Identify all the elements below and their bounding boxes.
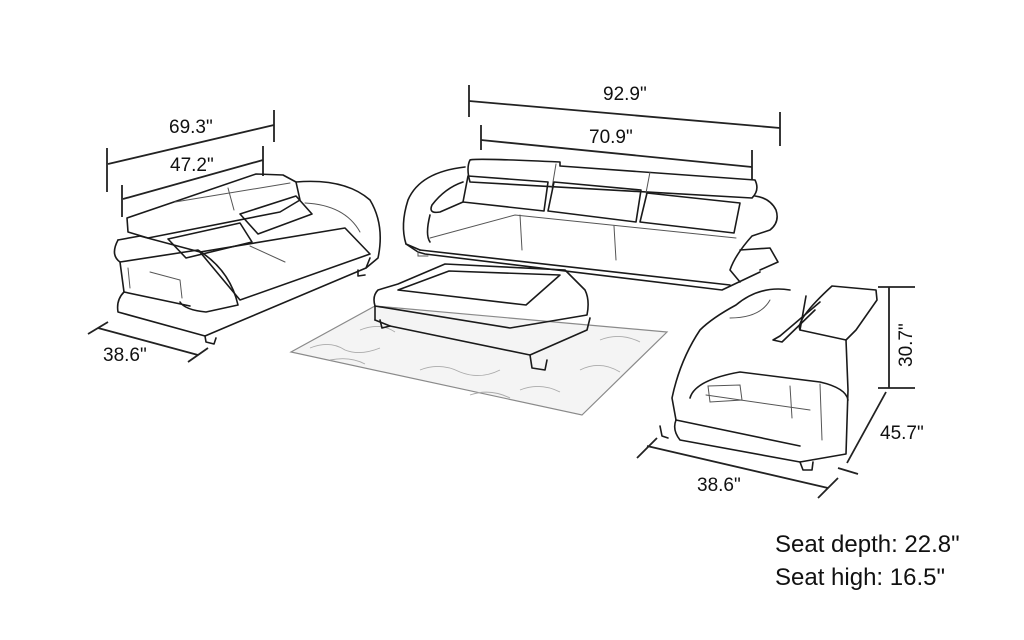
- chair-height-label: 30.7": [896, 323, 917, 367]
- chair-width-label: 38.6": [697, 475, 741, 496]
- sofa-inner-width-label: 70.9": [589, 127, 633, 148]
- loveseat-overall-width-label: 69.3": [169, 117, 213, 138]
- armchair-drawing: [636, 285, 915, 499]
- loveseat-inner-width-label: 47.2": [170, 155, 214, 176]
- loveseat-drawing: [87, 110, 381, 363]
- seat-depth-spec: Seat depth: 22.8": [775, 531, 960, 558]
- sofa-overall-width-label: 92.9": [603, 84, 647, 105]
- sofa-drawing: [402, 85, 781, 291]
- seat-height-spec: Seat high: 16.5": [775, 564, 945, 591]
- rug-and-table-drawing: [289, 263, 669, 416]
- loveseat-depth-label: 38.6": [103, 345, 147, 366]
- chair-depth-label: 45.7": [880, 423, 924, 444]
